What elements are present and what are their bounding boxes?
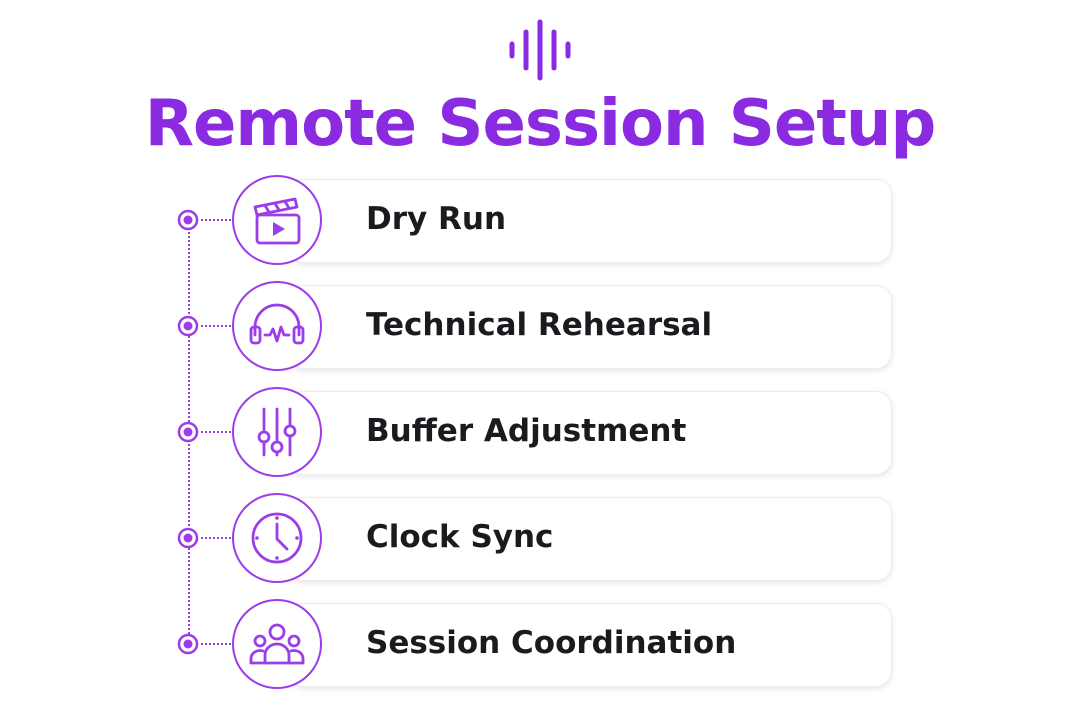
- step-card: [288, 603, 892, 687]
- timeline-node: [177, 527, 199, 549]
- step-label: Technical Rehearsal: [366, 307, 713, 343]
- timeline-connector: [201, 643, 231, 645]
- sliders-icon: [232, 387, 322, 477]
- timeline-connector: [201, 537, 231, 539]
- step-label: Clock Sync: [366, 519, 554, 555]
- timeline-node: [177, 421, 199, 443]
- timeline-node: [177, 633, 199, 655]
- sound-wave-icon: [509, 19, 571, 81]
- page-title: Remote Session Setup: [144, 87, 937, 161]
- timeline-connector: [201, 219, 231, 221]
- group-icon: [232, 599, 322, 689]
- step-session-coordination: Session Coordination: [0, 599, 1080, 691]
- timeline-node: [177, 209, 199, 231]
- step-clock-sync: Clock Sync: [0, 493, 1080, 585]
- step-label: Session Coordination: [366, 625, 737, 661]
- step-label: Dry Run: [366, 201, 507, 237]
- step-card: [288, 179, 892, 263]
- step-card: [288, 285, 892, 369]
- timeline-connector: [201, 325, 231, 327]
- timeline-node: [177, 315, 199, 337]
- step-dry-run: Dry Run: [0, 175, 1080, 267]
- headphones-icon: [232, 281, 322, 371]
- step-technical-rehearsal: Technical Rehearsal: [0, 281, 1080, 373]
- step-card: [288, 497, 892, 581]
- step-label: Buffer Adjustment: [366, 413, 687, 449]
- timeline-connector: [201, 431, 231, 433]
- clapperboard-icon: [232, 175, 322, 265]
- step-buffer-adjustment: Buffer Adjustment: [0, 387, 1080, 479]
- clock-icon: [232, 493, 322, 583]
- step-card: [288, 391, 892, 475]
